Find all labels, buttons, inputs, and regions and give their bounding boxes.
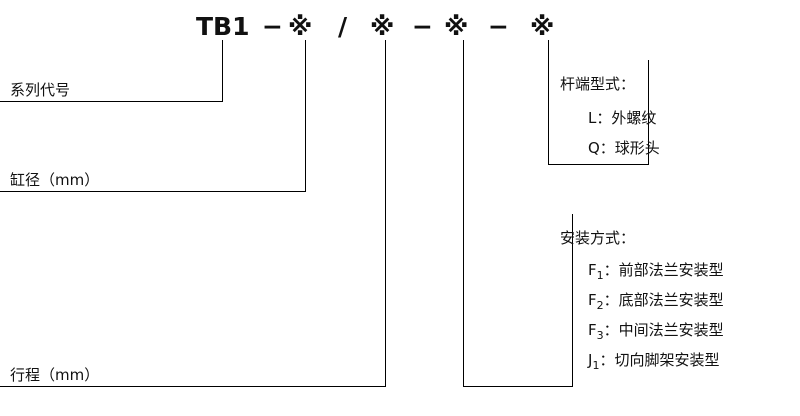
mounting-option-j1-text: ：切向脚架安装型 <box>599 351 720 369</box>
code-token-stroke: ※ <box>370 12 395 41</box>
rod-end-option-q: Q：球形头 <box>588 139 660 157</box>
heading-rod-end-type: 杆端型式： <box>560 75 636 93</box>
code-token-slash: / <box>338 12 348 41</box>
leader-line-mounting-vertical-left <box>463 40 464 387</box>
leader-line-mounting-vertical-right <box>572 214 573 386</box>
mounting-option-f1-text: ：前部法兰安装型 <box>603 261 724 279</box>
mounting-option-f2-prefix: F <box>588 291 597 309</box>
leader-line-rod-end-horizontal <box>548 164 648 165</box>
mounting-option-f1-subscript: 1 <box>596 269 604 282</box>
code-token-dash-1: − <box>262 12 283 41</box>
leader-line-mounting-horizontal <box>463 386 573 387</box>
mounting-option-f3-subscript: 3 <box>596 329 604 342</box>
code-token-dash-2: − <box>412 12 433 41</box>
mounting-option-j1-prefix: J <box>588 351 593 369</box>
code-string-row: TB1 − ※ / ※ − ※ − ※ <box>0 8 800 48</box>
mounting-option-f2: F2：底部法兰安装型 <box>588 290 724 316</box>
code-token-dash-3: − <box>488 12 509 41</box>
leader-line-stroke-vertical <box>385 40 386 387</box>
leader-line-bore-horizontal <box>0 191 305 192</box>
mounting-option-f1-prefix: F <box>588 261 597 279</box>
leader-line-bore-vertical <box>305 40 306 192</box>
mounting-option-f1: F1：前部法兰安装型 <box>588 260 724 286</box>
rod-end-option-l: L：外螺纹 <box>588 109 657 127</box>
code-token-series: TB1 <box>196 12 250 41</box>
mounting-option-j1-subscript: 1 <box>592 359 600 372</box>
heading-mounting-type: 安装方式： <box>560 229 636 247</box>
leader-line-stroke-horizontal <box>0 386 385 387</box>
label-stroke: 行程（mm） <box>10 366 100 384</box>
mounting-option-f3-prefix: F <box>588 321 597 339</box>
code-token-rod-end: ※ <box>530 12 555 41</box>
mounting-option-f3-text: ：中间法兰安装型 <box>603 321 724 339</box>
code-token-bore: ※ <box>288 12 313 41</box>
mounting-option-f2-subscript: 2 <box>596 299 604 312</box>
leader-line-rod-end-vertical-right <box>648 60 649 165</box>
leader-line-rod-end-vertical-left <box>548 40 549 165</box>
label-series-code: 系列代号 <box>10 81 71 99</box>
mounting-option-j1: J1：切向脚架安装型 <box>588 350 719 376</box>
leader-line-series-vertical <box>222 40 223 102</box>
label-bore-diameter: 缸径（mm） <box>10 171 100 189</box>
mounting-option-f3: F3：中间法兰安装型 <box>588 320 724 346</box>
leader-line-series-horizontal <box>0 101 222 102</box>
mounting-option-f2-text: ：底部法兰安装型 <box>603 291 724 309</box>
code-token-mounting: ※ <box>444 12 469 41</box>
